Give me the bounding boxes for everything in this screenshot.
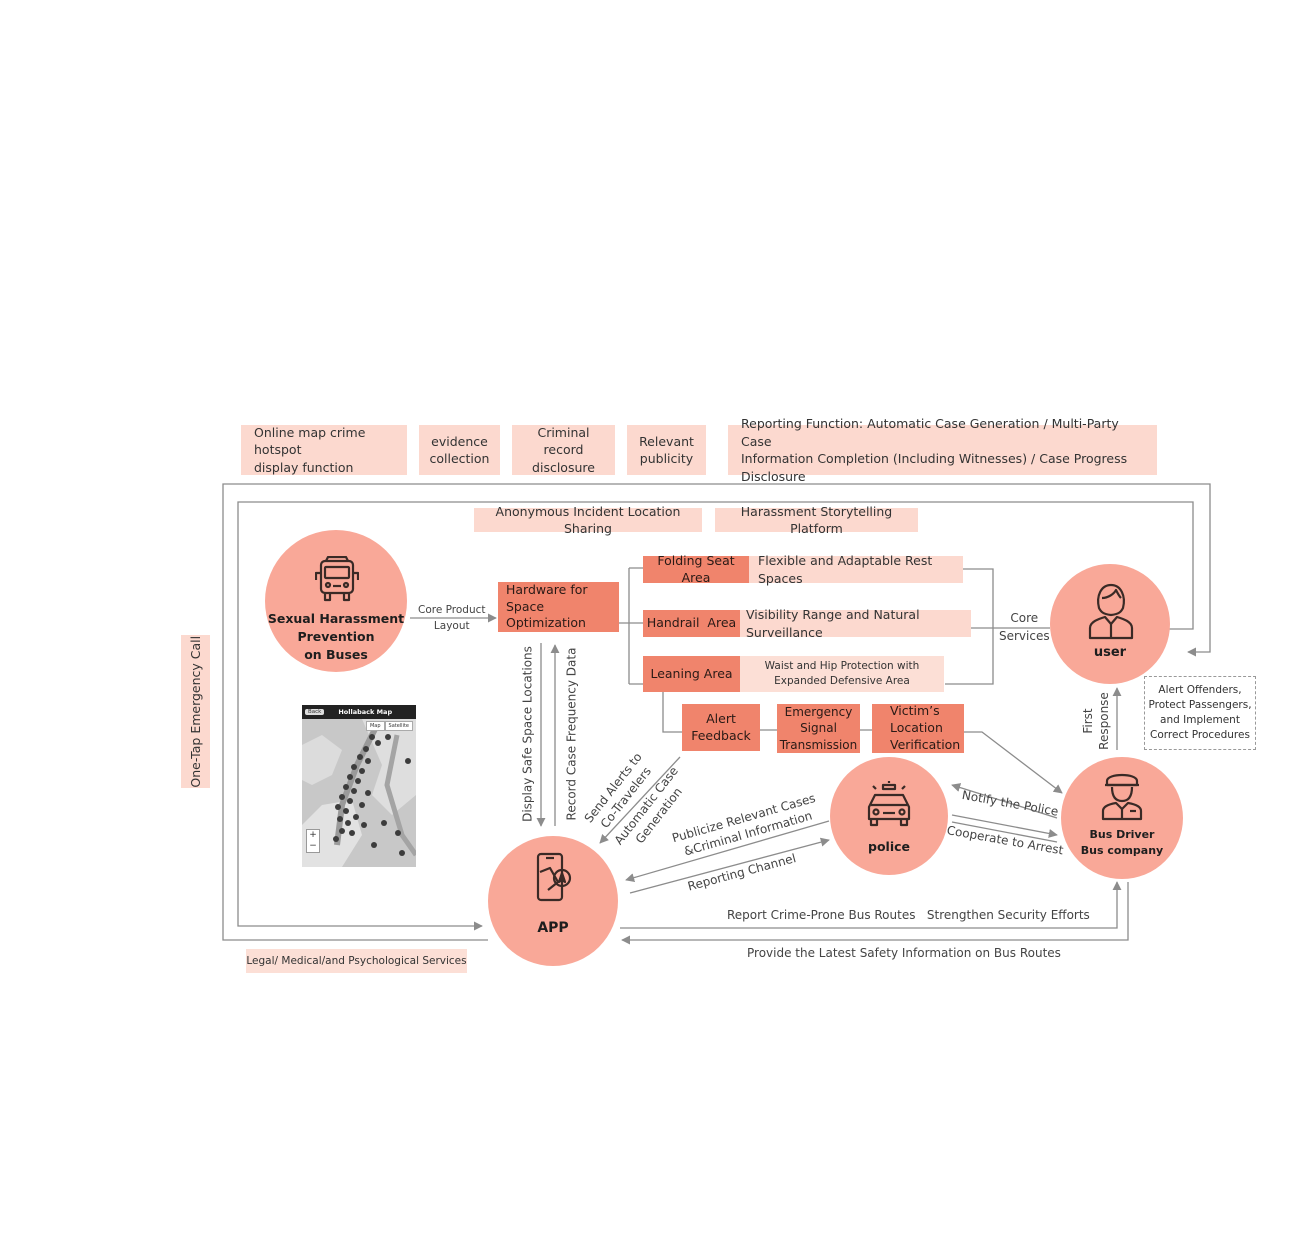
area-leaning: Leaning Area (643, 656, 740, 692)
notify-police-arrow (951, 783, 1058, 819)
police-car-icon (867, 781, 911, 827)
bus-driver-node: Bus Driver Bus company (1061, 757, 1183, 879)
sharing-label: Harassment Storytelling Platform (740, 503, 893, 537)
map-zoom-control: + − (306, 829, 320, 853)
hardware-area-bracket (618, 567, 643, 685)
sharing-label: Anonymous Incident Location Sharing (495, 503, 681, 537)
feature-reporting-function: Reporting Function: Automatic Case Gener… (728, 416, 1157, 484)
area-handrail-desc: Visibility Range and Natural Surveillanc… (740, 607, 971, 640)
hollaback-map-screenshot: Back Hollaback Map Map Satellite + − (302, 705, 416, 867)
area-desc: Visibility Range and Natural Surveillanc… (746, 607, 920, 640)
victim-driver-arrow (964, 731, 1063, 794)
provide-info-arrow (621, 882, 1129, 945)
feature-label: Reporting Function: Automatic Case Gener… (741, 416, 1128, 484)
app-node: APP (488, 836, 618, 966)
zoom-in-button[interactable]: + (309, 830, 317, 840)
emergency-signal-transmission: Emergency Signal Transmission (777, 704, 860, 753)
label-core-services: Core Services (999, 611, 1050, 643)
police-node-label: police (868, 839, 910, 854)
signal-label: Alert Feedback (691, 710, 751, 743)
send-alerts-arrow (599, 756, 681, 844)
legal-medical-services: Legal/ Medical/and Psychological Service… (246, 949, 467, 973)
one-tap-emergency-call: One-Tap Emergency Call (181, 635, 210, 788)
bus-driver-icon (1101, 773, 1143, 821)
area-folding-seat-desc: Flexible and Adaptable Rest Spaces (749, 553, 963, 586)
phone-location-icon (536, 852, 572, 902)
signal-label: Emergency Signal Transmission (779, 705, 858, 752)
hardware-label: Hardware for Space Optimization (506, 581, 588, 631)
service-label: Legal/ Medical/and Psychological Service… (246, 954, 467, 967)
map-tab-satellite[interactable]: Satellite (384, 721, 413, 731)
bus-driver-node-label: Bus Driver Bus company (1080, 828, 1164, 857)
feature-label: Criminal record disclosure (532, 424, 595, 475)
map-tab-map[interactable]: Map (365, 721, 385, 731)
bus-node-label: Sexual Harassment Prevention on Buses (267, 611, 405, 662)
outer-loop-line (222, 483, 1211, 941)
user-node: user (1050, 564, 1170, 684)
area-handrail: Handrail Area (643, 610, 740, 637)
storytelling-platform: Harassment Storytelling Platform (715, 504, 918, 536)
reporting-channel-arrow (629, 837, 830, 894)
feature-evidence-collection: evidence collection (419, 425, 500, 475)
area-desc: Flexible and Adaptable Rest Spaces (758, 553, 933, 586)
note-text: Alert Offenders, Protect Passengers, and… (1148, 684, 1252, 741)
cooperate-arrow-2 (951, 821, 1058, 843)
area-desc: Waist and Hip Protection with Expanded D… (764, 660, 920, 687)
report-routes-arrow (620, 881, 1122, 929)
police-node: police (830, 757, 948, 875)
areas-user-bracket (945, 568, 1050, 685)
map-type-tabs: Map Satellite (365, 721, 413, 731)
label-core-product-layout: Core Product Layout (418, 604, 486, 632)
publicize-arrow (625, 820, 830, 883)
area-folding-seat: Folding Seat Area (643, 553, 749, 585)
label-first-response: First Response (1080, 692, 1111, 750)
area-leaning-desc: Waist and Hip Protection with Expanded D… (740, 656, 944, 692)
map-back-button[interactable]: Back (305, 709, 325, 715)
feature-relevant-publicity: Relevant publicity (627, 425, 706, 475)
map-header-bar: Back Hollaback Map (302, 705, 416, 719)
anonymous-location-sharing: Anonymous Incident Location Sharing (474, 504, 702, 536)
label-report-crime-routes: Report Crime-Prone Bus Routes Strengthen… (727, 908, 1090, 922)
driver-procedure-note: Alert Offenders, Protect Passengers, and… (1144, 676, 1256, 750)
area-name: Handrail Area (646, 615, 737, 631)
feature-label: evidence collection (429, 433, 490, 467)
cooperate-arrow-1 (951, 814, 1058, 838)
bus-icon (315, 556, 359, 602)
signal-label: Victim’s Location Verification (890, 703, 961, 752)
feature-criminal-record: Criminal record disclosure (512, 425, 615, 475)
inner-loop-line (237, 501, 1194, 931)
user-icon (1088, 583, 1134, 640)
feature-crime-hotspot-map: Online map crime hotspot display functio… (241, 425, 407, 475)
area-name: Folding Seat Area (657, 552, 735, 585)
hardware-space-optimization: Hardware for Space Optimization (498, 582, 619, 632)
alert-feedback: Alert Feedback (682, 704, 760, 751)
emergency-call-label: One-Tap Emergency Call (187, 635, 203, 788)
label-provide-safety-info: Provide the Latest Safety Information on… (747, 946, 1061, 960)
label-display-safe-space: Display Safe Space Locations (520, 646, 535, 822)
feature-label: Online map crime hotspot display functio… (254, 424, 366, 475)
feature-label: Relevant publicity (639, 433, 694, 467)
area-name: Leaning Area (650, 665, 733, 681)
map-title: Hollaback Map (338, 708, 393, 716)
victim-location-verification: Victim’s Location Verification (872, 703, 964, 753)
bus-node: Sexual Harassment Prevention on Buses (265, 530, 407, 672)
signal-chain-line (662, 692, 872, 733)
user-node-label: user (1093, 645, 1127, 660)
zoom-out-button[interactable]: − (309, 841, 317, 851)
app-node-label: APP (537, 920, 569, 936)
label-record-case-frequency: Record Case Frequency Data (564, 647, 579, 821)
